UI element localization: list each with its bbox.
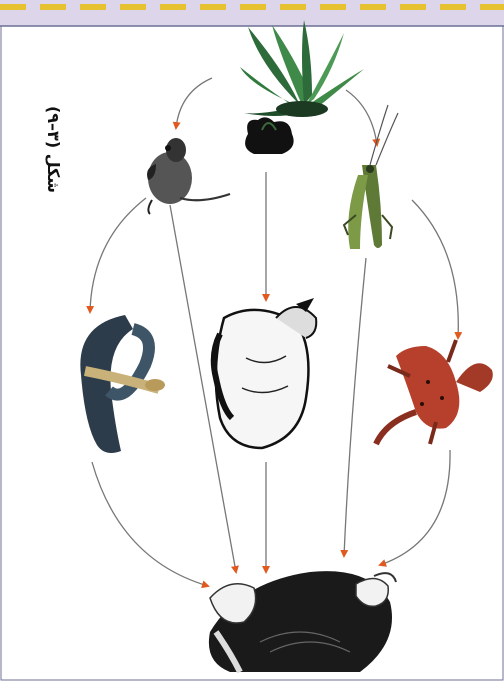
mouse-icon [147, 138, 230, 214]
eagle-icon [209, 571, 396, 672]
grass-icon [240, 20, 364, 117]
arrow-grass-to-mouse [176, 78, 212, 128]
arrow-grass-to-grasshopper [346, 90, 377, 145]
arrow-grasshopper-to-lizard [412, 200, 458, 338]
snake-icon [80, 315, 165, 453]
rhinoceros-icon [214, 298, 317, 448]
arrow-grasshopper-to-eagle [344, 258, 366, 556]
grasshopper-icon [344, 105, 398, 249]
top-band [0, 0, 504, 26]
lizard-icon [376, 340, 493, 444]
arrow-mouse-to-snake [90, 198, 146, 312]
figure-caption: شكل (٣–٩) [44, 106, 63, 193]
small-plant-icon [245, 117, 294, 154]
arrow-snake-to-eagle [92, 462, 208, 586]
arrow-lizard-to-eagle [380, 450, 450, 565]
